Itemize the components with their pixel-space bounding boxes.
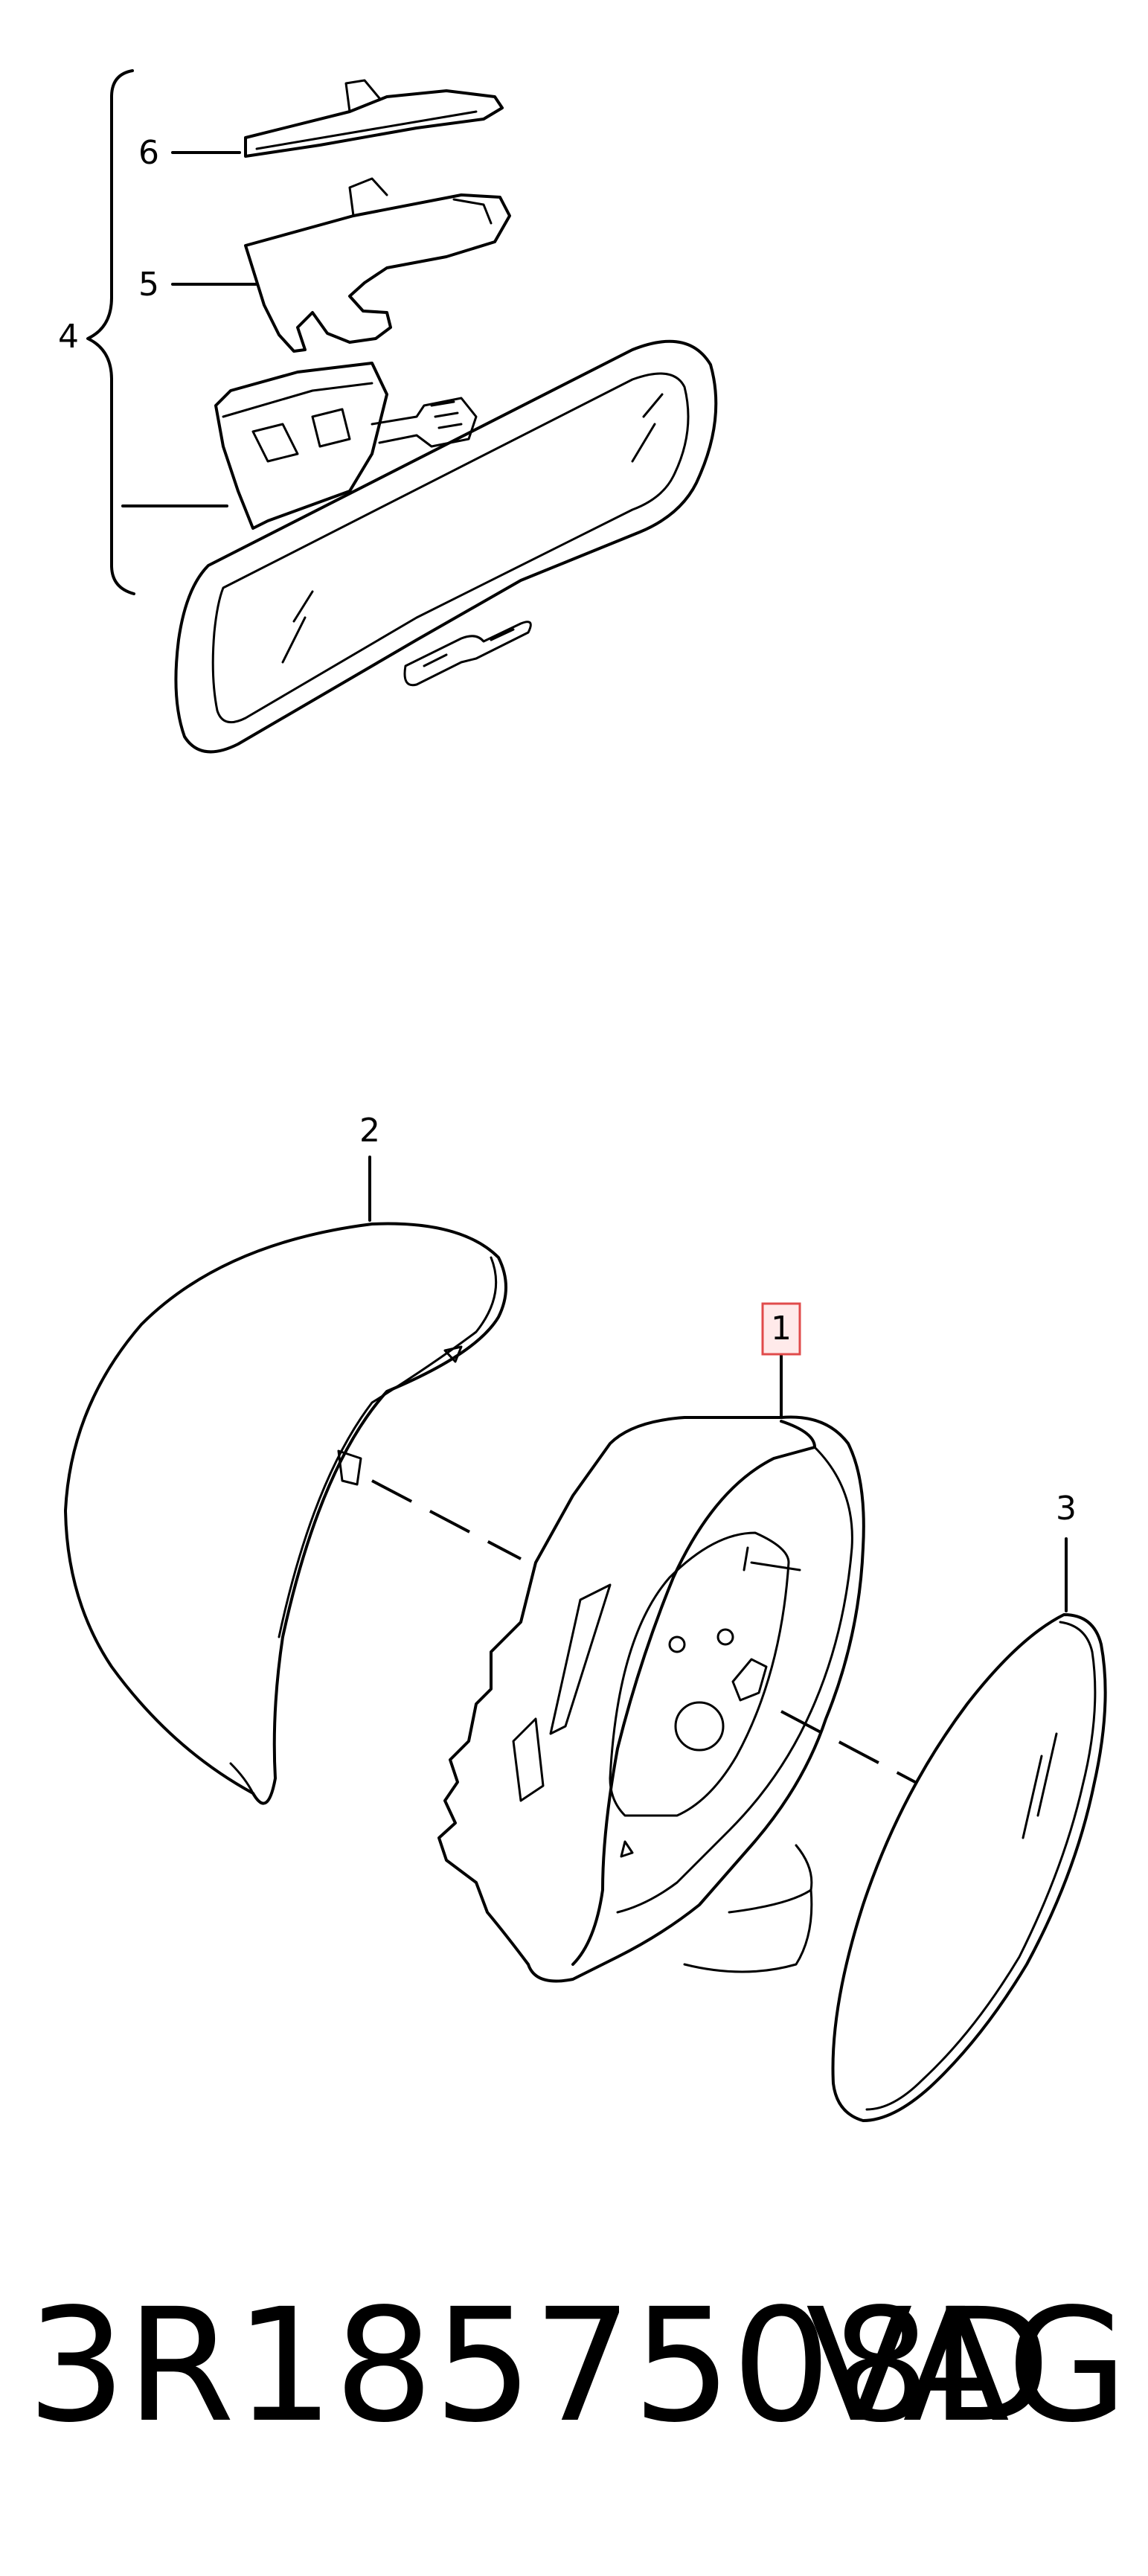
callout-5: 5 bbox=[138, 266, 159, 304]
callout-2: 2 bbox=[359, 1112, 380, 1150]
interior-mirror-assembly: 4 6 5 bbox=[58, 69, 718, 754]
callout-3: 3 bbox=[1056, 1490, 1077, 1528]
part-5-base-cover bbox=[244, 177, 511, 353]
mirror-mount-with-connector bbox=[214, 362, 478, 530]
callout-4: 4 bbox=[58, 318, 79, 356]
assembly-line-glass bbox=[780, 1710, 916, 1784]
part-6-cover-strip bbox=[244, 79, 504, 158]
part-3-mirror-glass bbox=[831, 1613, 1107, 2122]
group-bracket bbox=[86, 69, 135, 595]
rearview-mirror-body bbox=[174, 339, 718, 754]
footer-part-number-row: 3R1857508D VAG bbox=[27, 2277, 1128, 2455]
brand-text: VAG bbox=[806, 2275, 1128, 2457]
part-1-mirror-housing bbox=[437, 1415, 865, 1983]
callout-1: 1 bbox=[771, 1310, 792, 1348]
part-2-mirror-cap bbox=[64, 1222, 507, 1805]
callout-6: 6 bbox=[138, 134, 159, 172]
assembly-line-cap bbox=[371, 1479, 522, 1560]
callout-1-highlight bbox=[761, 1302, 801, 1356]
exterior-mirror-assembly: 2 1 3 bbox=[64, 1112, 1107, 2122]
part-number-text: 3R1857508D bbox=[27, 2275, 1051, 2457]
